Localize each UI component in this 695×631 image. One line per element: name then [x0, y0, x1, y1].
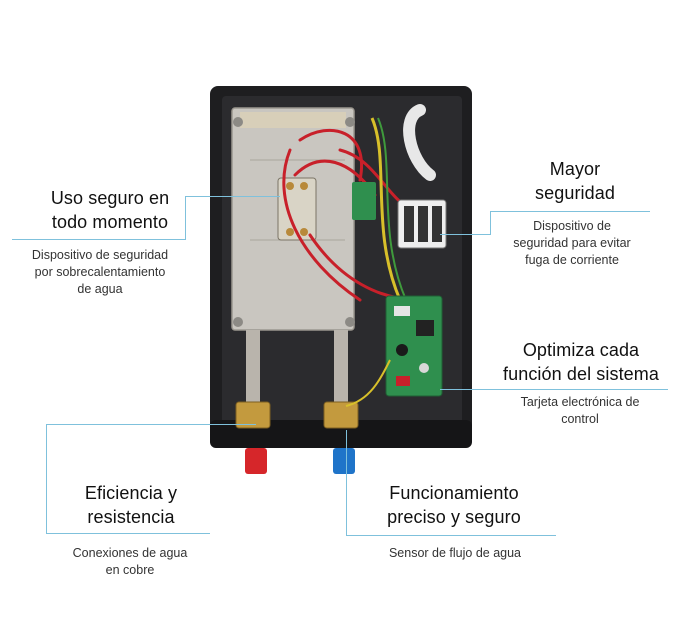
callout-desc-line: Dispositivo de: [533, 219, 611, 233]
copper-water-connections: [235, 330, 359, 429]
callout-title-line: función del sistema: [503, 364, 659, 384]
callout-title-line: Mayor: [549, 159, 601, 179]
callout-leakage-safety: Mayor seguridad: [500, 157, 650, 205]
callout-line-bottom-center-h: [346, 535, 556, 536]
callout-line-top-left-connector: [185, 196, 280, 197]
white-pipe: [403, 104, 436, 181]
heater-bottom-lip: [210, 420, 472, 448]
callout-copper-connections: Eficiencia y resistencia: [56, 481, 206, 529]
callout-line-top-right-connector: [440, 234, 491, 235]
hot-water-inlet-cap: [245, 448, 267, 474]
callout-line-bottom-center-v: [346, 430, 347, 536]
callout-desc-line: de agua: [77, 282, 123, 296]
callout-title-line: Uso seguro en: [50, 188, 170, 208]
callout-line-bottom-left-v: [46, 424, 47, 534]
callout-control-board-desc: Tarjeta electrónica de control: [490, 394, 670, 428]
callout-desc-line: Dispositivo de seguridad: [31, 248, 169, 262]
callout-line-top-left-v: [185, 196, 186, 240]
callout-desc-line: seguridad para evitar: [513, 236, 631, 250]
callout-copper-connections-desc: Conexiones de agua en cobre: [40, 545, 220, 579]
overheat-safety-device: [277, 177, 317, 241]
callout-line-bottom-left-bottom: [46, 533, 210, 534]
callout-title-line: resistencia: [87, 507, 175, 527]
ground-wire: [370, 117, 402, 301]
control-circuit-board: [385, 295, 443, 397]
callout-line-top-right-h: [490, 211, 650, 212]
callout-desc-line: Sensor de flujo de agua: [388, 546, 522, 560]
callout-title-line: seguridad: [535, 183, 615, 203]
callout-desc-line: en cobre: [105, 563, 155, 577]
callout-control-board: Optimiza cada función del sistema: [484, 338, 678, 386]
callout-line-bottom-left-h: [46, 424, 256, 425]
callout-desc-line: por sobrecalentamiento: [34, 265, 166, 279]
callout-title-line: Funcionamiento: [389, 483, 519, 503]
callout-desc-line: fuga de corriente: [525, 253, 619, 267]
callout-flow-sensor-desc: Sensor de flujo de agua: [350, 545, 560, 562]
callout-flow-sensor: Funcionamiento preciso y seguro: [354, 481, 554, 529]
callout-line-top-left-h: [12, 239, 186, 240]
leakage-protection-terminal: [397, 199, 447, 249]
callout-overheat-safety-desc: Dispositivo de seguridad por sobrecalent…: [10, 247, 190, 298]
callout-line-top-right-v: [490, 211, 491, 235]
callout-leakage-safety-desc: Dispositivo de seguridad para evitar fug…: [492, 218, 652, 269]
callout-desc-line: control: [561, 412, 599, 426]
flow-sensor-wire: [345, 359, 391, 407]
callout-title-line: Optimiza cada: [522, 340, 640, 360]
callout-overheat-safety: Uso seguro en todo momento: [30, 186, 190, 234]
small-circuit-board: [352, 182, 376, 220]
callout-title-line: preciso y seguro: [387, 507, 521, 527]
cold-water-inlet-cap: [333, 448, 355, 474]
callout-title-line: todo momento: [51, 212, 169, 232]
callout-desc-line: Tarjeta electrónica de: [520, 395, 640, 409]
callout-title-line: Eficiencia y: [84, 483, 178, 503]
ground-wire-stripe: [377, 117, 407, 301]
callout-line-mid-right-h: [440, 389, 668, 390]
callout-desc-line: Conexiones de agua: [72, 546, 188, 560]
